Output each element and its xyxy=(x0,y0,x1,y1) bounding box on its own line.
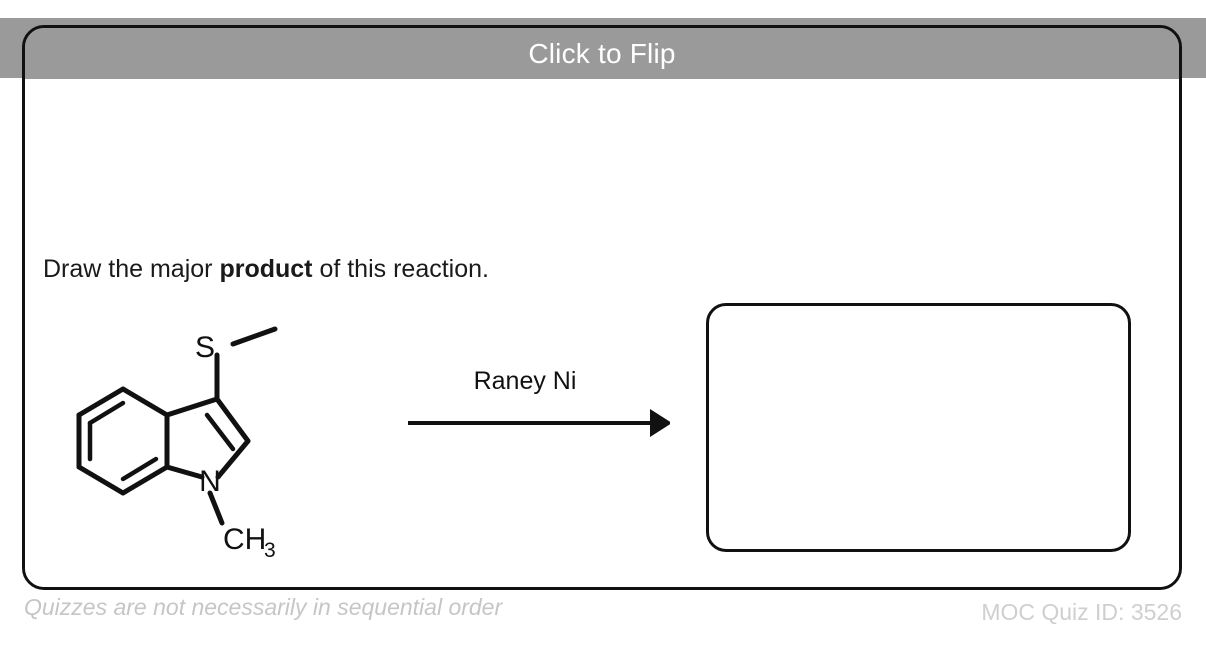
starting-material-structure: S N CH 3 xyxy=(35,311,335,576)
footer: Quizzes are not necessarily in sequentia… xyxy=(0,594,1206,646)
bond-c7-c7a xyxy=(76,386,126,418)
benzene-double-bond-1 xyxy=(87,400,126,426)
flashcard-header[interactable]: Click to Flip xyxy=(25,28,1179,79)
footer-note: Quizzes are not necessarily in sequentia… xyxy=(24,594,503,620)
question-prompt: Draw the major product of this reaction. xyxy=(43,257,489,282)
question-text-before: Draw the major xyxy=(43,255,220,283)
bond-c2-n1 xyxy=(215,438,251,480)
answer-drawing-area[interactable] xyxy=(706,303,1131,552)
bond-n-methyl xyxy=(207,490,225,526)
question-text-after: of this reaction. xyxy=(312,255,489,283)
bond-s-methyl xyxy=(230,326,278,347)
sulfur-atom-label: S xyxy=(195,331,215,364)
flashcard[interactable]: Click to Flip Draw the major product of … xyxy=(22,25,1182,590)
nitrogen-atom-label: N xyxy=(199,465,221,498)
reagent-label: Raney Ni xyxy=(473,367,577,395)
question-text-bold: product xyxy=(219,255,313,283)
bond-c3a-c3 xyxy=(164,396,220,418)
quiz-id-label: MOC Quiz ID: 3526 xyxy=(981,599,1182,625)
methyl-group-label: CH xyxy=(223,523,266,556)
bond-c7a-c4 xyxy=(120,386,170,418)
reaction-conditions: Raney Ni xyxy=(380,369,680,459)
methyl-subscript-label: 3 xyxy=(264,539,276,562)
bond-c6-c7 xyxy=(76,464,126,496)
pyrrole-double-bond xyxy=(204,412,236,452)
reaction-arrow-icon xyxy=(408,409,670,437)
indole-structure-svg: S N CH 3 xyxy=(76,326,278,562)
bond-c7a-n1 xyxy=(164,464,205,480)
flashcard-body: Draw the major product of this reaction. xyxy=(25,79,1179,587)
bond-c5-c6 xyxy=(120,464,170,496)
click-to-flip-label[interactable]: Click to Flip xyxy=(528,37,676,69)
benzene-double-bond-3 xyxy=(120,456,159,482)
bond-c3-c2 xyxy=(214,396,251,444)
